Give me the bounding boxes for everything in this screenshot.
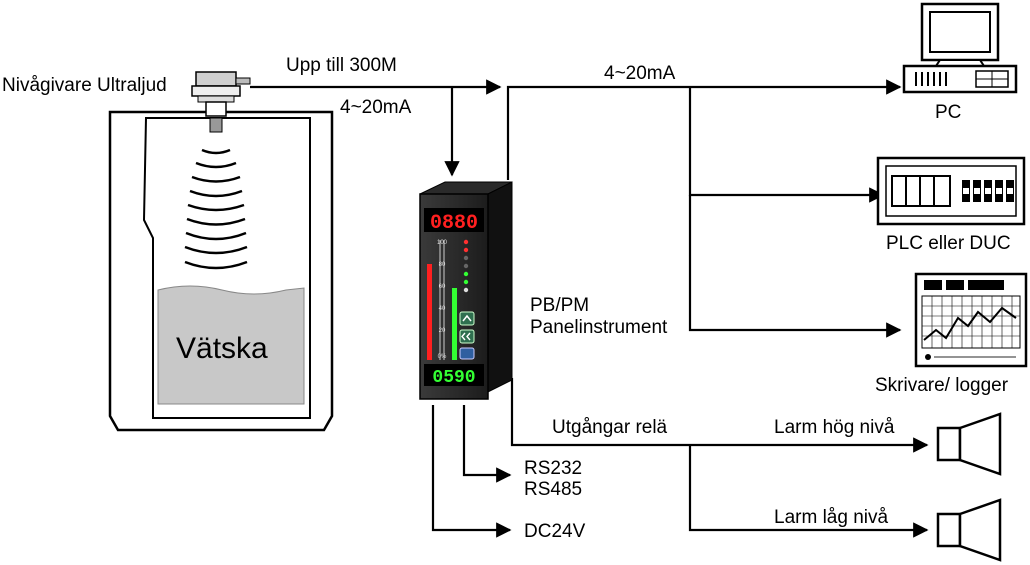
alarm-high-label: Larm hög nivå (774, 417, 895, 438)
svg-text:80: 80 (439, 262, 446, 268)
status-leds (463, 239, 469, 293)
panel-label-line2: Panelinstrument (530, 317, 668, 338)
sensor-label: Nivågivare Ultraljud (2, 75, 167, 96)
plc-icon (876, 156, 1026, 226)
wiring (250, 79, 929, 538)
svg-text:40: 40 (439, 306, 446, 312)
pc-label: PC (935, 102, 962, 123)
set-key-icon (459, 347, 475, 360)
signal-label-top: 4~20mA (604, 63, 676, 84)
plc-label: PLC eller DUC (886, 233, 1011, 254)
signal-label-left: 4~20mA (340, 97, 412, 118)
bargraph-right (452, 288, 457, 360)
up-key-icon (459, 311, 475, 326)
comm-label-line1: RS232 (524, 458, 583, 479)
tank (108, 110, 334, 432)
alarm-high-horn-icon (936, 412, 1002, 476)
liquid-label: Vätska (176, 332, 268, 365)
range-label: Upp till 300M (286, 55, 397, 76)
svg-text:20: 20 (439, 328, 446, 334)
panel-instrument: 0880 100 80 60 40 20 0% 0590 (419, 181, 513, 400)
liquid (157, 285, 305, 405)
recorder-label: Skrivare/ logger (875, 375, 1009, 396)
alarm-low-horn-icon (936, 498, 1002, 562)
bargraph-left (427, 264, 432, 360)
recorder-icon (914, 272, 1028, 368)
svg-text:60: 60 (439, 284, 446, 290)
panel-label-line1: PB/PM (530, 295, 590, 316)
display-top: 0880 (430, 212, 478, 235)
ultrasonic-sensor-icon (191, 71, 251, 133)
display-bottom: 0590 (432, 368, 475, 388)
power-label: DC24V (524, 521, 586, 542)
alarm-low-label: Larm låg nivå (774, 507, 889, 528)
comm-label-line2: RS485 (524, 479, 583, 500)
pc-icon (902, 2, 1018, 94)
svg-text:100: 100 (437, 240, 448, 246)
ultrasonic-waves (184, 148, 248, 270)
relay-label: Utgångar relä (552, 417, 668, 438)
svg-text:0%: 0% (438, 354, 447, 360)
